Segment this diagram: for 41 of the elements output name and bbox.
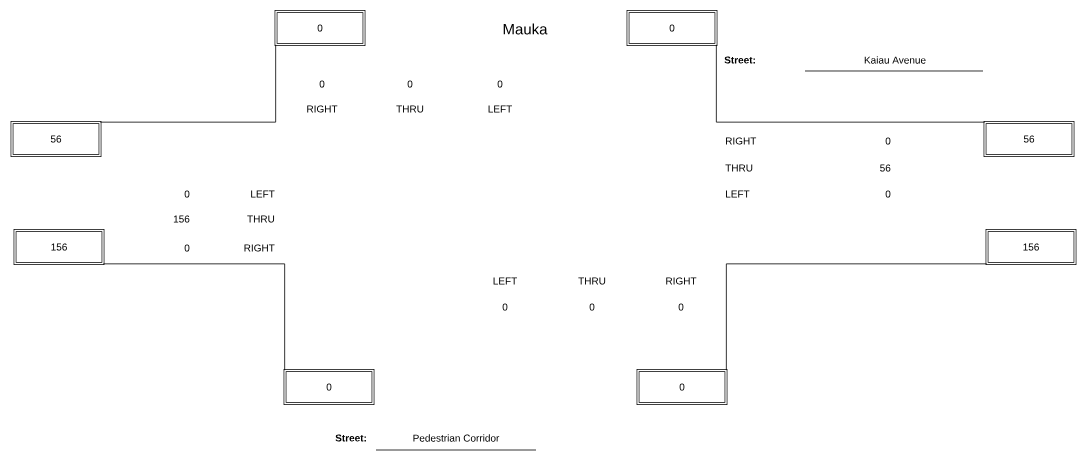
movement-label: LEFT [726, 190, 750, 198]
count-box: 0 [636, 369, 728, 405]
count-box: 56 [10, 121, 102, 157]
street-name: Pedestrian Corridor [413, 434, 500, 442]
movement-label: RIGHT [307, 105, 338, 113]
movement-label: LEFT [493, 277, 517, 285]
movement-label: RIGHT [726, 137, 757, 145]
street-name: Kaiau Avenue [864, 56, 926, 64]
volume-count: 0 [502, 303, 508, 311]
count-box: 156 [13, 229, 105, 265]
title: Mauka [503, 23, 548, 35]
movement-label: RIGHT [244, 244, 275, 252]
street-label: Street: [724, 56, 755, 64]
movement-label: LEFT [251, 190, 275, 198]
volume-count: 0 [184, 244, 190, 252]
volume-count: 0 [589, 303, 595, 311]
curb-line [99, 44, 277, 123]
volume-count: 0 [497, 80, 503, 88]
curb-line [715, 44, 986, 123]
street-label: Street: [335, 434, 366, 442]
movement-label: THRU [725, 164, 753, 172]
volume-count: 0 [678, 303, 684, 311]
curb-line [102, 263, 286, 371]
movement-label: THRU [247, 215, 275, 223]
movement-label: THRU [578, 277, 606, 285]
count-box: 156 [985, 229, 1077, 265]
volume-count: 0 [184, 190, 190, 198]
volume-count: 0 [885, 137, 891, 145]
volume-count: 156 [173, 215, 190, 223]
count-box: 56 [983, 121, 1075, 157]
curb-line [725, 263, 988, 371]
volume-count: 0 [319, 80, 325, 88]
movement-label: RIGHT [666, 277, 697, 285]
volume-count: 0 [407, 80, 413, 88]
count-box: 0 [274, 10, 366, 46]
count-box: 0 [283, 369, 375, 405]
movement-label: LEFT [488, 105, 512, 113]
volume-count: 0 [885, 190, 891, 198]
movement-label: THRU [396, 105, 424, 113]
count-box: 0 [626, 10, 718, 46]
volume-count: 56 [880, 164, 891, 172]
